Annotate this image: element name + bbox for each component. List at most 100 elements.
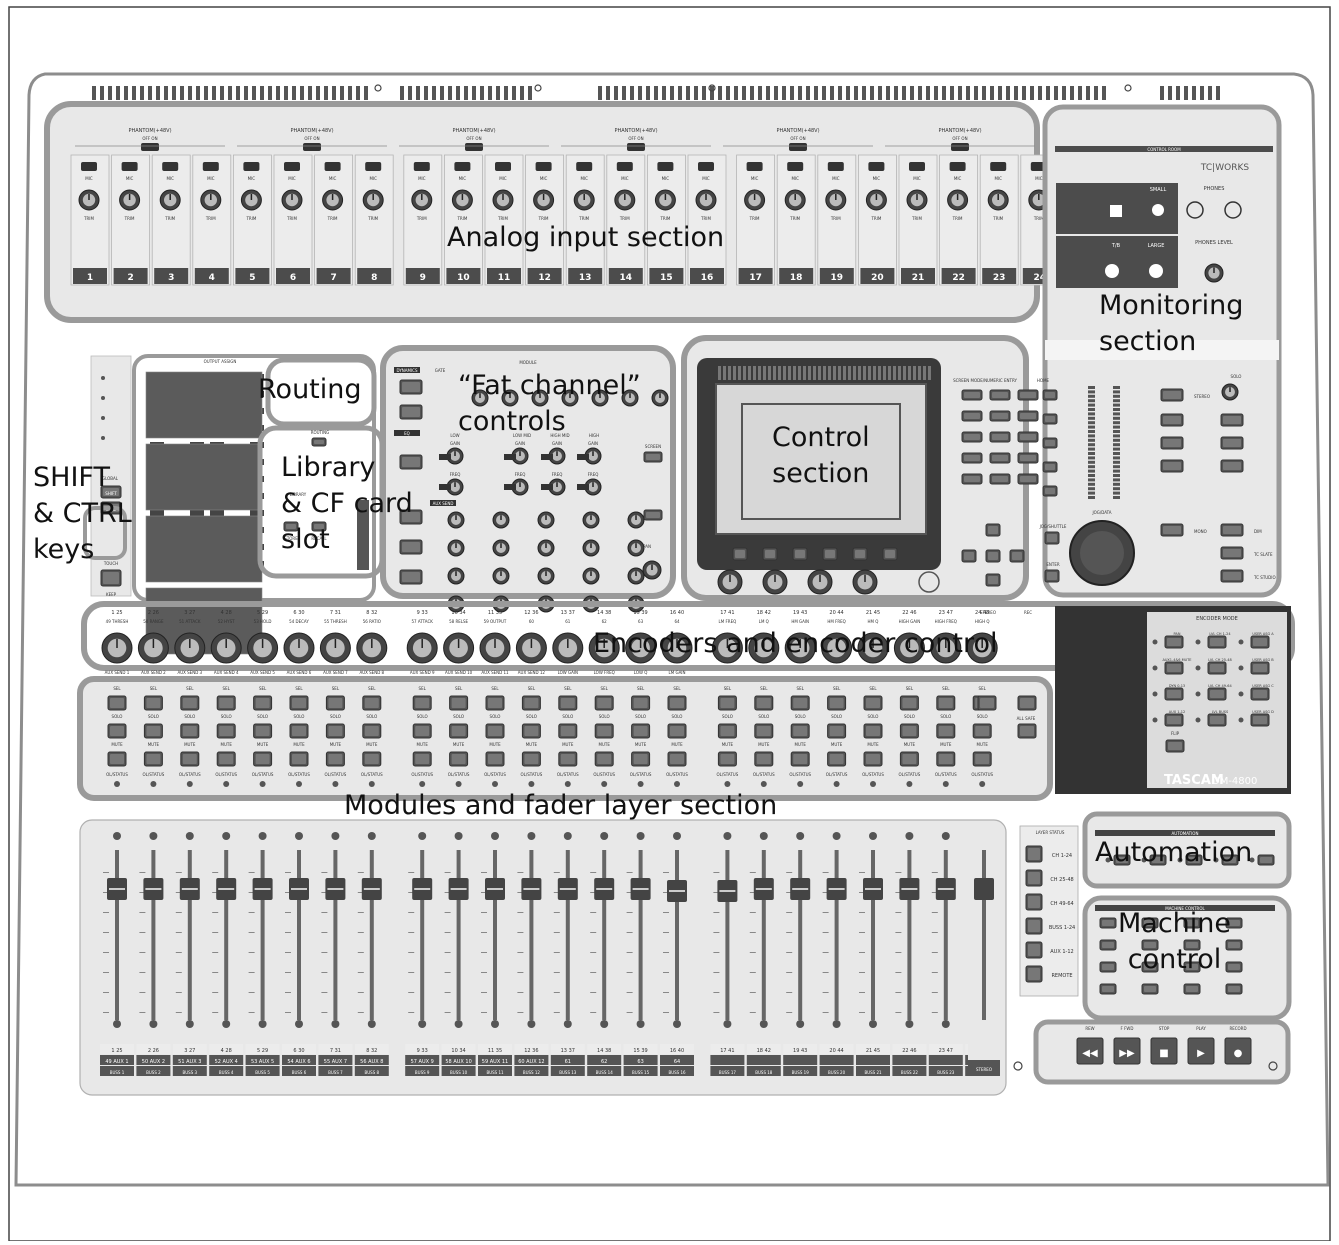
fader-tick [663, 892, 669, 893]
top-vent [140, 86, 144, 100]
display-vent [848, 366, 851, 380]
fader-strip-tab-3 [245, 1066, 280, 1076]
channel-number-tab [357, 268, 392, 284]
fader-tick [285, 872, 291, 873]
display-vent [843, 366, 846, 380]
meter-segment [1088, 408, 1095, 411]
encoder-mode-key-face [1253, 664, 1267, 672]
top-vent [950, 86, 954, 100]
fader-tick [285, 892, 291, 893]
display-vent [803, 366, 806, 380]
phantom-switch [141, 143, 159, 151]
solo-label: SOLO [453, 714, 464, 719]
channel-number: 19 [831, 273, 844, 283]
fader-tick [408, 952, 415, 953]
top-vent [1014, 86, 1018, 100]
meter-segment [1088, 386, 1095, 389]
screen-key-1-face [646, 454, 660, 460]
fader-strip-tab-3 [819, 1066, 854, 1076]
fader-tick [139, 892, 146, 893]
fader-tick [408, 992, 415, 993]
sel-label: SEL [724, 686, 732, 691]
meter-segment [1113, 456, 1120, 460]
fader-top-led [527, 832, 536, 840]
fader-tick [103, 952, 109, 953]
encoder-mode-key-face [1253, 638, 1267, 646]
status-led [186, 781, 193, 787]
fat-channel-section [380, 345, 676, 599]
screen-mode-key-face [964, 434, 980, 440]
fader-strip-tab-2 [928, 1055, 963, 1065]
encoder-param-label: HIGH Q [975, 619, 990, 624]
fader-track [260, 850, 265, 1020]
fader-tick [103, 912, 109, 913]
status-led [150, 781, 157, 787]
screen-mode-key-face [992, 392, 1008, 398]
channel-number-tab [73, 268, 107, 284]
top-vent [116, 86, 120, 100]
top-vent [630, 86, 634, 100]
phantom-switch [465, 143, 483, 151]
sel-label: SEL [797, 686, 805, 691]
encoder-mode-led [1152, 691, 1158, 697]
encoder-param-label: 51 ATTACK [179, 619, 201, 624]
status-led [223, 781, 230, 787]
fader-bottom-led [759, 1020, 768, 1028]
encoder-param-label: 57 ATTACK [412, 619, 434, 624]
fader-tick [517, 932, 524, 933]
sel-key-face [328, 698, 343, 708]
fader-tick [444, 992, 451, 993]
fader-strip-tab-3 [354, 1066, 389, 1076]
input-strip [736, 154, 775, 286]
top-vent [1046, 86, 1050, 100]
fader-channel-number: 12 36 [524, 1048, 538, 1054]
mic-line-switch [324, 162, 341, 171]
top-screw [1124, 84, 1132, 92]
fader-channel-number: 22 46 [902, 1048, 916, 1054]
all-safe-label: ALL SAFE [1017, 716, 1036, 721]
fader-tick [749, 952, 756, 953]
channel-number: 7 [330, 273, 336, 283]
ol-status-label: OL/STATUS [215, 772, 237, 777]
fader-cap-line [254, 888, 271, 890]
status-led [674, 781, 680, 787]
display-vent [748, 366, 751, 380]
solo-label: SOLO [526, 714, 537, 719]
fader-tick [444, 932, 451, 933]
fader-cap-line [523, 888, 540, 890]
top-vent [1168, 86, 1172, 100]
trim-label: TRIM [538, 216, 549, 221]
fader-tick [626, 932, 633, 933]
meter-segment [1088, 390, 1095, 394]
fader-tick [590, 912, 597, 913]
meter-segment [1088, 443, 1095, 447]
trim-label: TRIM [789, 216, 800, 221]
screen-mode-key-face [964, 392, 980, 398]
status-led [601, 781, 608, 787]
solo-label: SOLO [366, 714, 377, 719]
encoder-channel-label: 19 43 [793, 610, 807, 616]
fader-track [638, 850, 643, 1020]
fader-tick [590, 932, 597, 933]
channel-number-tab [982, 268, 1017, 284]
meter-segment [1113, 438, 1120, 442]
input-strip [314, 154, 354, 286]
fader-tick [626, 992, 633, 993]
fader-channel-number: 19 43 [793, 1048, 807, 1054]
fader-tick [248, 952, 255, 953]
fader-tick [786, 932, 793, 933]
meter-segment [1113, 482, 1120, 486]
fader-strip-tab-1 [405, 1044, 440, 1054]
meter-segment [1088, 474, 1095, 477]
sel-label: SEL [295, 686, 303, 691]
phantom-label: PHANTOM(+48V) [614, 128, 657, 134]
shift-key-face [103, 488, 119, 496]
top-vent [300, 86, 304, 100]
top-vent [878, 86, 882, 100]
input-strip [858, 154, 897, 286]
eq-freq-key [541, 484, 553, 490]
trim-label: TRIM [992, 216, 1003, 221]
phantom-label: PHANTOM(+48V) [776, 128, 819, 134]
automation-key-face [1224, 857, 1236, 863]
fader-tick [663, 1012, 669, 1013]
